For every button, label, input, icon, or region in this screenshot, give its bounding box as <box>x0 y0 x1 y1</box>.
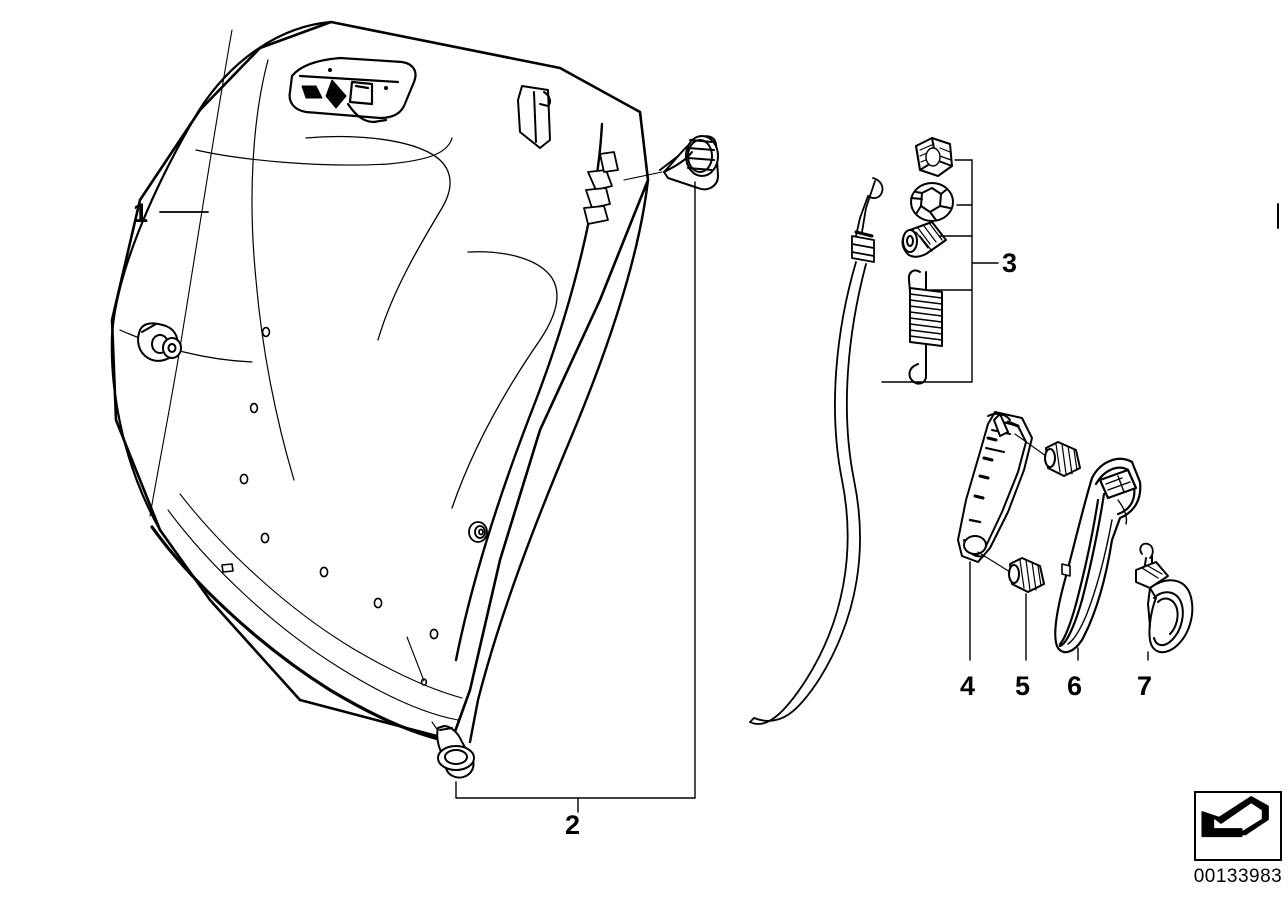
star-washer <box>910 182 954 222</box>
panel-hole-row-guide <box>179 493 463 699</box>
diagram-id-number: 00133983 <box>1193 866 1283 887</box>
expanding-plug-top <box>659 135 719 191</box>
bmw-arrow-logo <box>1194 791 1282 861</box>
hinge-bracket-left <box>137 322 182 362</box>
threaded-screw <box>901 221 947 258</box>
panel-bottom-edge <box>150 525 454 744</box>
panel-right-flange <box>583 151 619 225</box>
grommet-right-edge <box>468 521 488 543</box>
cover-cap <box>1135 542 1194 654</box>
latch-hook-top <box>288 56 417 124</box>
callout-leaders-4to7 <box>969 561 1149 661</box>
callout-label-6: 6 <box>1067 671 1083 701</box>
lever-bracket <box>957 411 1033 563</box>
callout-3-bracket <box>881 159 999 383</box>
panel-pillow-seam-a <box>305 135 451 341</box>
panel-inner-seam-upper <box>195 59 453 481</box>
screw-lower <box>1008 557 1045 593</box>
panel-pillow-seam-c <box>119 329 253 363</box>
panel-pillow-seam-b <box>451 251 558 509</box>
callout-label-5: 5 <box>1015 671 1031 701</box>
leader-panel-to-plug-top <box>623 171 663 181</box>
screw-upper <box>1044 441 1081 477</box>
callout-label-4: 4 <box>960 671 976 701</box>
callout-label-2: 2 <box>565 810 581 840</box>
mounting-tab <box>517 85 552 149</box>
callout-label-1: 1 <box>133 198 149 228</box>
folded-arrow-icon <box>1201 796 1269 838</box>
callout-label-3: 3 <box>1002 248 1018 278</box>
callout-2-bracket <box>455 181 696 813</box>
hex-nut <box>915 137 953 177</box>
panel-diagonal-seam <box>149 29 233 517</box>
callout-label-7: 7 <box>1137 671 1153 701</box>
clip-hole-row <box>221 326 439 686</box>
expanding-plug-bottom <box>436 725 475 779</box>
assembly-leader-screws <box>977 433 1047 573</box>
backrest-panel <box>110 20 650 742</box>
tension-spring <box>907 269 943 385</box>
release-handle-body <box>1054 457 1142 654</box>
panel-left-contour <box>110 20 333 532</box>
panel-bottom-inner-line <box>167 509 459 721</box>
bowden-cable <box>749 177 884 725</box>
